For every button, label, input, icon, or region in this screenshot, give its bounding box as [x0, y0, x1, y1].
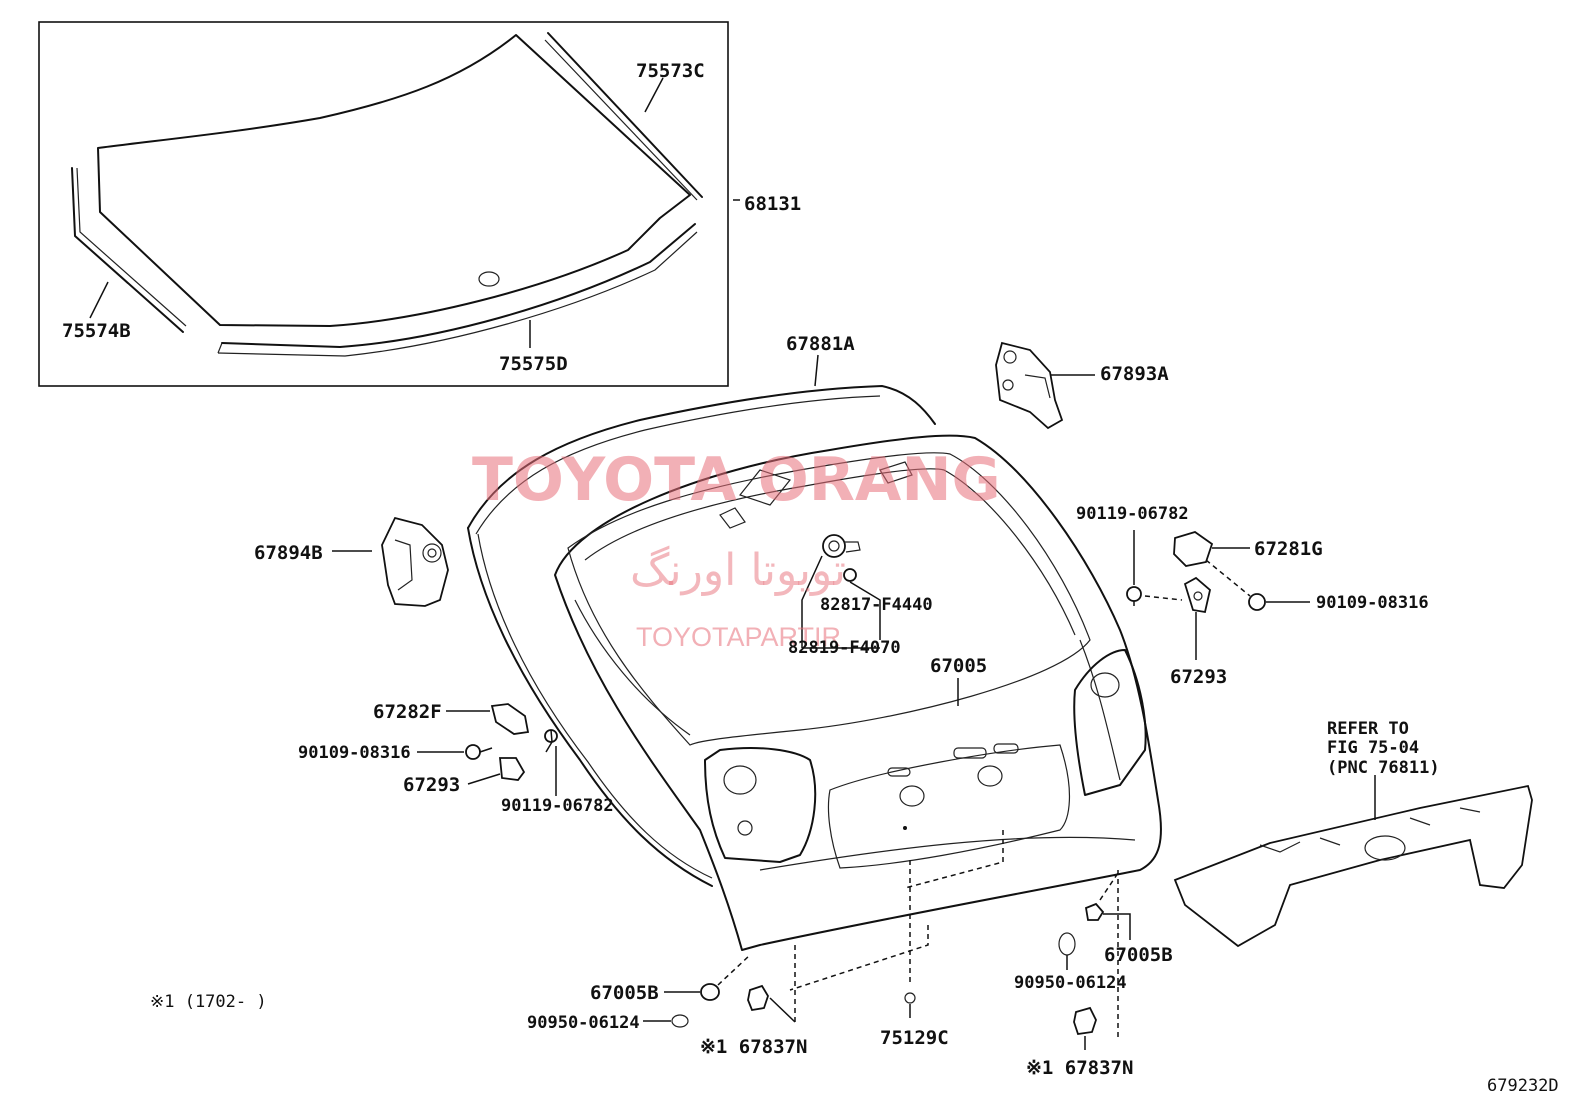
label-67281G: 67281G [1254, 538, 1323, 560]
label-67837N-right: ※1 67837N [1026, 1057, 1133, 1079]
watermark-brand: TOYOTA ORANG [472, 445, 1001, 515]
label-67893A: 67893A [1100, 363, 1169, 385]
watermark-arabic: تویوتا اورنگ [630, 545, 846, 596]
bottom-fasteners [643, 869, 1131, 1050]
refer-note: REFER TO FIG 75-04 (PNC 76811) [1327, 719, 1440, 778]
label-90950-06124-left: 90950-06124 [527, 1013, 640, 1033]
label-67837N-left: ※1 67837N [700, 1036, 807, 1058]
label-75129C: 75129C [880, 1027, 949, 1049]
back-door-panel-67005 [554, 434, 1162, 991]
damper-stay-assembly [801, 534, 881, 649]
glass-assembly-box [38, 21, 729, 387]
refer-line-3: (PNC 76811) [1327, 758, 1440, 778]
label-67005: 67005 [930, 655, 987, 677]
label-90119-06782-left: 90119-06782 [501, 796, 614, 816]
hinge-bracket-67893A [995, 341, 1095, 430]
watermark: TOYOTA ORANG تویوتا اورنگ TOYOTAPARTIR [472, 445, 1001, 652]
left-hinge-hardware [417, 703, 558, 796]
label-90119-06782-right: 90119-06782 [1076, 504, 1189, 524]
label-90109-08316-left: 90109-08316 [298, 743, 411, 763]
refer-line-2: FIG 75-04 [1327, 738, 1419, 758]
label-75575D: 75575D [499, 353, 568, 375]
label-67282F: 67282F [373, 701, 442, 723]
figure-number: 679232D [1487, 1076, 1559, 1096]
label-67293-right: 67293 [1170, 666, 1227, 688]
back-door-garnish [1173, 775, 1533, 948]
refer-line-1: REFER TO [1327, 719, 1409, 739]
label-67293-left: 67293 [403, 774, 460, 796]
label-90950-06124-right: 90950-06124 [1014, 973, 1127, 993]
right-hinge-hardware [1126, 530, 1310, 660]
label-68131: 68131 [744, 193, 801, 215]
label-67881A: 67881A [786, 333, 855, 355]
label-90109-08316-right: 90109-08316 [1316, 593, 1429, 613]
weather-strip-67881A [467, 385, 936, 887]
hinge-bracket-67894B [332, 516, 449, 607]
callout-labels: 75573C 68131 75574B 75575D 67881A 67893A… [62, 60, 1429, 1079]
watermark-site: TOYOTAPARTIR [636, 622, 841, 652]
label-67005B-left: 67005B [590, 982, 659, 1004]
label-82817-F4440: 82817-F4440 [820, 595, 933, 615]
label-82819-F4070: 82819-F4070 [788, 638, 901, 658]
label-75574B: 75574B [62, 320, 131, 342]
leader-lines [89, 77, 959, 706]
footnote: ※1 (1702- ) [150, 992, 267, 1012]
label-67005B-right: 67005B [1104, 944, 1173, 966]
label-75573C: 75573C [636, 60, 705, 82]
label-67894B: 67894B [254, 542, 323, 564]
